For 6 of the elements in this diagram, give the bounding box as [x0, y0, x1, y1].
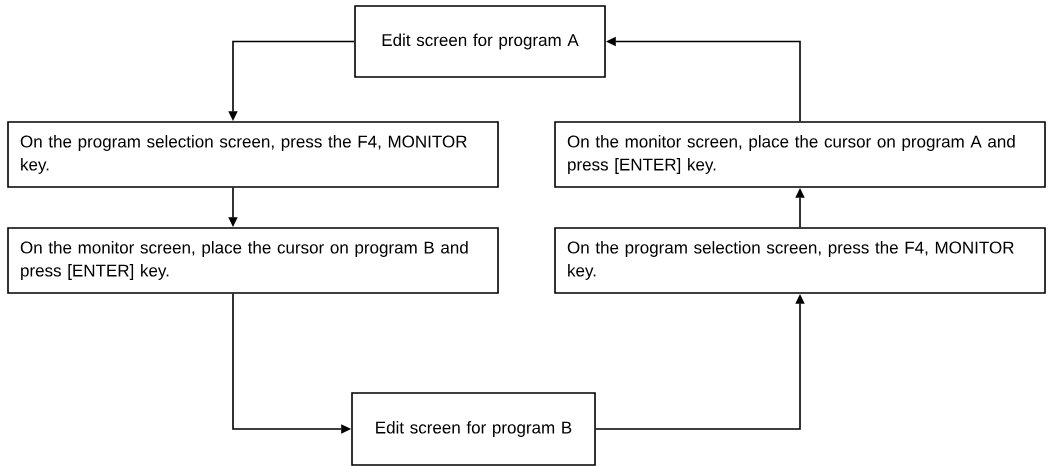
process-box: On the monitor screen, place the cursor on program A and press [ENTER] key. [554, 121, 1046, 188]
process-box: Edit screen for program A [354, 5, 606, 78]
process-box: On the monitor screen, place the cursor on program B and press [ENTER] key. [7, 227, 499, 294]
process-box: On the program selection screen, press the F4, MONITOR key. [554, 227, 1046, 294]
process-box: Edit screen for program B [351, 392, 596, 466]
process-box: On the program selection screen, press the F4, MONITOR key. [7, 121, 499, 188]
